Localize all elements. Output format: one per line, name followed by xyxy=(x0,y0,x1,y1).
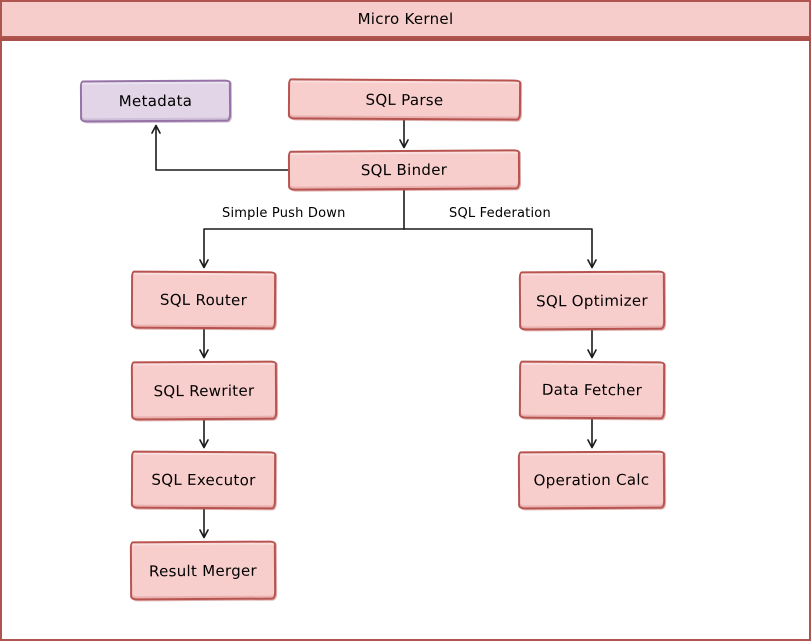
node-sql-rewriter-label: SQL Rewriter xyxy=(153,381,255,400)
node-operation-calc-label: Operation Calc xyxy=(533,470,650,490)
node-metadata-label: Metadata xyxy=(118,91,193,111)
node-sql-executor[interactable]: SQL Executor xyxy=(130,450,277,510)
edge-label-sql-federation: SQL Federation xyxy=(449,206,551,221)
node-sql-optimizer[interactable]: SQL Optimizer xyxy=(518,270,666,331)
diagram-title: Micro Kernel xyxy=(357,10,454,28)
edge-sql-binder-to-metadata xyxy=(151,124,289,171)
node-sql-parse[interactable]: SQL Parse xyxy=(287,78,522,121)
node-sql-binder[interactable]: SQL Binder xyxy=(287,149,521,191)
node-sql-rewriter[interactable]: SQL Rewriter xyxy=(130,360,278,421)
node-sql-router[interactable]: SQL Router xyxy=(130,270,277,330)
node-metadata[interactable]: Metadata xyxy=(79,79,232,123)
node-result-merger-label: Result Merger xyxy=(148,561,258,580)
node-data-fetcher[interactable]: Data Fetcher xyxy=(518,360,666,420)
node-sql-parse-label: SQL Parse xyxy=(365,90,444,109)
node-sql-executor-label: SQL Executor xyxy=(151,470,256,490)
edge-sql-binder-to-sql-optimizer xyxy=(403,228,597,269)
node-data-fetcher-label: Data Fetcher xyxy=(541,380,643,400)
node-sql-router-label: SQL Router xyxy=(159,290,248,310)
node-result-merger[interactable]: Result Merger xyxy=(129,540,277,601)
node-operation-calc[interactable]: Operation Calc xyxy=(517,450,666,510)
edge-sql-binder-to-sql-router xyxy=(199,228,405,269)
diagram-title-bar: Micro Kernel xyxy=(0,0,811,41)
node-sql-optimizer-label: SQL Optimizer xyxy=(536,291,648,310)
edge-label-simple-push-down: Simple Push Down xyxy=(222,206,346,221)
node-sql-binder-label: SQL Binder xyxy=(360,160,448,180)
